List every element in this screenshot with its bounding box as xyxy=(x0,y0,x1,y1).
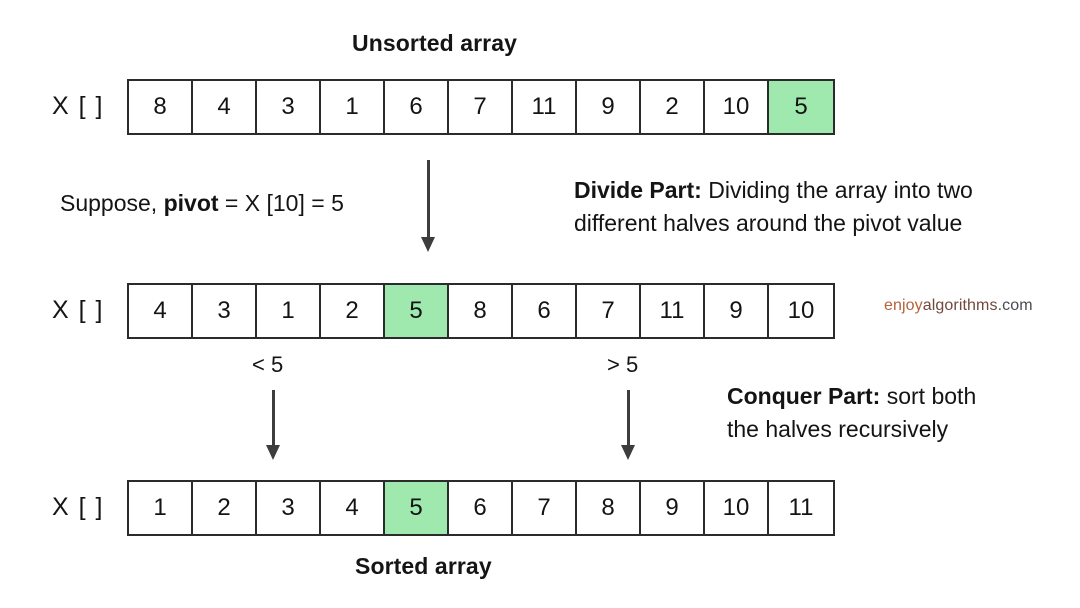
pivot-note-prefix: Suppose, xyxy=(60,190,164,216)
watermark-part3: .com xyxy=(997,297,1033,314)
watermark: enjoyalgorithms.com xyxy=(884,297,1033,315)
array-cell: 1 xyxy=(129,482,193,534)
array-cell: 8 xyxy=(449,285,513,337)
page-title-unsorted: Unsorted array xyxy=(352,30,518,56)
array-cell-pivot: 5 xyxy=(385,285,449,337)
array-cell: 6 xyxy=(513,285,577,337)
array-cell: 6 xyxy=(449,482,513,534)
array-cell: 7 xyxy=(513,482,577,534)
array-cell: 2 xyxy=(193,482,257,534)
array-cell: 8 xyxy=(129,81,193,133)
array-cell: 4 xyxy=(321,482,385,534)
array-cell: 1 xyxy=(321,81,385,133)
conquer-part-bold: Conquer Part: xyxy=(727,383,881,409)
array-cell: 11 xyxy=(641,285,705,337)
array-cell: 10 xyxy=(769,285,833,337)
pivot-note-suffix: = X [10] = 5 xyxy=(218,190,344,216)
greater-than-pivot-label: > 5 xyxy=(607,352,639,377)
array-cell: 4 xyxy=(129,285,193,337)
less-than-pivot-label: < 5 xyxy=(252,352,284,377)
array-label-row1: X [ ] xyxy=(52,92,104,120)
array-cell: 7 xyxy=(577,285,641,337)
conquer-part-line2: the halves recursively xyxy=(727,415,949,442)
array-cell: 7 xyxy=(449,81,513,133)
conquer-arrow-right xyxy=(621,390,635,460)
array-cell: 11 xyxy=(513,81,577,133)
array-cell: 10 xyxy=(705,482,769,534)
array-cell: 1 xyxy=(257,285,321,337)
pivot-note: Suppose, pivot = X [10] = 5 xyxy=(60,188,344,219)
array-label-row2: X [ ] xyxy=(52,296,104,324)
divide-part-bold: Divide Part: xyxy=(574,177,702,203)
divide-arrow xyxy=(421,160,435,252)
array-cell-pivot: 5 xyxy=(769,81,833,133)
page-title-sorted: Sorted array xyxy=(355,553,492,579)
array-cell-pivot: 5 xyxy=(385,482,449,534)
watermark-part1: enjoy xyxy=(884,297,923,314)
array-cell: 3 xyxy=(193,285,257,337)
array-cell: 8 xyxy=(577,482,641,534)
array-cell: 10 xyxy=(705,81,769,133)
array-cell: 11 xyxy=(769,482,833,534)
array-cell: 3 xyxy=(257,482,321,534)
array-cell: 9 xyxy=(577,81,641,133)
array-cell: 3 xyxy=(257,81,321,133)
conquer-part-note: Conquer Part: sort both the halves recur… xyxy=(727,380,1047,445)
array-cell: 6 xyxy=(385,81,449,133)
pivot-note-bold: pivot xyxy=(163,190,219,216)
divide-part-note: Divide Part: Dividing the array into two… xyxy=(574,174,1044,239)
array-cell: 9 xyxy=(641,482,705,534)
divide-part-line1: Dividing the array into two xyxy=(701,177,973,203)
conquer-part-line1: sort both xyxy=(880,383,977,409)
array-label-row3: X [ ] xyxy=(52,493,104,521)
watermark-part2: algorithms xyxy=(922,297,998,314)
array-cell: 2 xyxy=(321,285,385,337)
conquer-arrow-left xyxy=(266,390,280,460)
array-cell: 2 xyxy=(641,81,705,133)
divide-part-line2: different halves around the pivot value xyxy=(574,209,963,236)
array-cell: 4 xyxy=(193,81,257,133)
array-cell: 9 xyxy=(705,285,769,337)
